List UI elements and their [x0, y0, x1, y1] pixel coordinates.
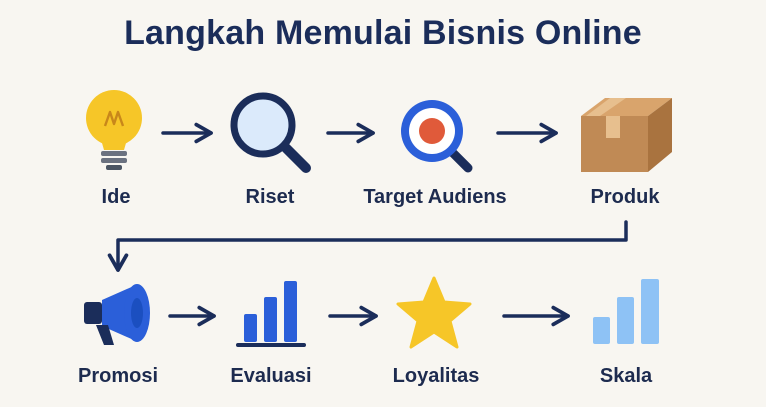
magnifier-icon [230, 92, 311, 173]
target-magnifier-icon [401, 100, 473, 173]
megaphone-icon [84, 284, 150, 345]
step-label-riset: Riset [245, 186, 295, 208]
bar-chart-icon [236, 281, 306, 347]
step-label-promosi: Promosi [77, 365, 159, 387]
step-label-produk: Produk [590, 186, 660, 208]
box-icon [581, 98, 672, 172]
step-label-skala: Skala [599, 365, 653, 387]
growth-chart-icon [593, 279, 659, 344]
step-label-evaluasi: Evaluasi [230, 365, 312, 387]
star-icon [396, 276, 472, 349]
step-label-loyalitas: Loyalitas [392, 365, 480, 387]
step-label-ide: Ide [101, 186, 131, 208]
page-title: Langkah Memulai Bisnis Online [124, 14, 642, 52]
lightbulb-icon [86, 90, 142, 170]
step-label-target-audiens: Target Audiens [363, 186, 507, 208]
connector-produk-promosi [107, 220, 628, 272]
